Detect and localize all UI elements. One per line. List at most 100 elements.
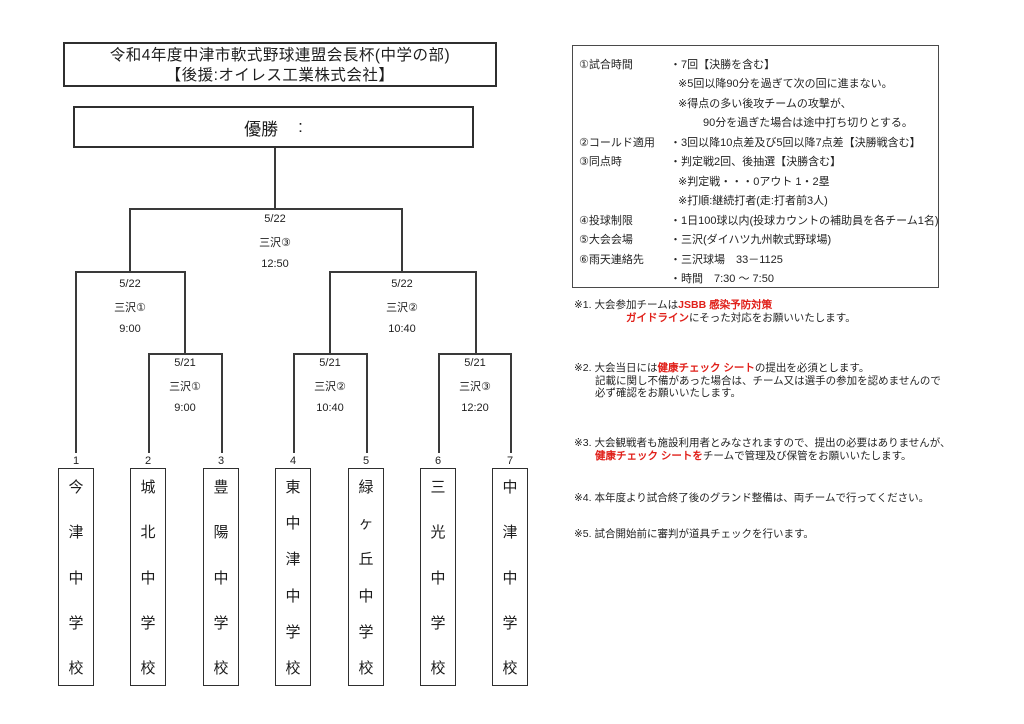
rule-row: ④投球制限 ・1日100球以内(投球カウントの補助員を各チーム1名) — [573, 210, 939, 230]
title-line-2: 【後援:オイレス工業株式会社】 — [165, 67, 395, 84]
team-box: 東中津中学校 — [275, 468, 311, 686]
match-date: 5/21 — [174, 357, 196, 369]
rule-row: 90分を過ぎた場合は途中打ち切りとする。 — [573, 113, 938, 133]
rule-row: ・時間 7:30 ～ 7:50 — [573, 269, 938, 289]
note-text: 試合開始前に審判が道具チェックを行います。 — [594, 528, 814, 540]
bracket-line — [221, 353, 223, 453]
bracket-line — [293, 353, 367, 355]
bracket-line — [329, 271, 331, 354]
rule-row: ②コールド適用 ・3回以降10点差及び5回以降7点差【決勝戦含む】 — [573, 132, 938, 152]
note-text: 本年度より試合終了後のグランド整備は、両チームで行ってください。 — [594, 492, 930, 504]
bracket-line — [293, 353, 295, 453]
match-venue: 三沢③ — [259, 236, 291, 249]
rule-value: ・時間 7:30 ～ 7:50 — [670, 273, 774, 286]
note-5: ※5. 試合開始前に審判が道具チェックを行います。 — [574, 528, 814, 541]
round1-match2-label: 5/21 三沢② 10:40 — [314, 357, 346, 423]
note-id: ※3. — [574, 437, 592, 449]
rule-label: ②コールド適用 — [579, 136, 655, 149]
team-name-char: 城 — [140, 479, 156, 496]
semifinal-2-label: 5/22 三沢② 10:40 — [386, 278, 418, 344]
match-venue: 三沢② — [314, 380, 346, 393]
team-box: 今津中学校 — [58, 468, 94, 686]
rule-value: ・7回【決勝を含む】 — [670, 58, 776, 71]
note-text: 大会当日には — [594, 362, 658, 374]
team-name-char: 校 — [213, 660, 229, 677]
bracket-line — [329, 271, 476, 273]
team-box: 緑ヶ丘中学校 — [348, 468, 384, 686]
rule-label: ⑥雨天連絡先 — [579, 253, 644, 266]
team-name-char: 津 — [285, 551, 301, 569]
bracket-line — [366, 353, 368, 453]
match-time: 9:00 — [174, 402, 196, 414]
team-name-char: 東 — [285, 479, 301, 496]
note-continuation: ガイドラインにそった対応をお願いいたします。 — [574, 312, 856, 325]
team-seed: 4 — [289, 455, 297, 467]
rule-row: ①試合時間 ・7回【決勝を含む】 — [573, 54, 938, 74]
team-name-char: 中 — [358, 587, 374, 605]
rule-value: ・1日100球以内(投球カウントの補助員を各チーム1名) — [670, 214, 939, 227]
note-text-red: 健康チェック シートを — [595, 449, 703, 462]
note-id: ※2. — [574, 362, 592, 374]
team-name-char: 緑 — [358, 479, 374, 496]
match-date: 5/21 — [319, 357, 341, 369]
team-name-char: 校 — [285, 659, 301, 677]
match-venue: 三沢② — [386, 301, 418, 314]
team-name-char: 北 — [140, 524, 156, 542]
team-name-char: 三 — [430, 479, 446, 496]
team-name-char: 校 — [358, 659, 374, 677]
team-name-char: ヶ — [358, 515, 374, 533]
note-continuation: 必ず確認をお願いいたします。 — [595, 387, 741, 399]
round1-match3-label: 5/21 三沢③ 12:20 — [459, 357, 491, 423]
champion-box: 優勝 : — [73, 106, 474, 148]
rule-value: ・三沢(ダイハツ九州軟式野球場) — [670, 234, 832, 247]
note-2: ※2. 大会当日には健康チェック シートの提出を必須とします。 記載に関し不備が… — [574, 362, 941, 400]
team-name-char: 中 — [285, 587, 301, 605]
team-name-char: 中 — [140, 569, 156, 587]
bracket-line — [148, 353, 222, 355]
team-seed: 2 — [144, 455, 152, 467]
semifinal-1-label: 5/22 三沢① 9:00 — [114, 278, 146, 344]
note-continuation: 健康チェック シートをチームで管理及び保管をお願いいたします。 — [574, 450, 951, 463]
team-name-char: 中 — [285, 515, 301, 533]
team-name-char: 学 — [430, 614, 446, 632]
team-seed: 6 — [434, 455, 442, 467]
note-id: ※4. — [574, 492, 592, 504]
team-name-char: 学 — [68, 614, 84, 632]
team-name-char: 学 — [502, 614, 518, 632]
rule-row: ※5回以降90分を過ぎて次の回に進まない。 — [573, 74, 938, 94]
rule-value: ・3回以降10点差及び5回以降7点差【決勝戦含む】 — [670, 136, 921, 149]
rule-label: ④投球制限 — [579, 214, 633, 227]
match-venue: 三沢① — [169, 380, 201, 393]
team-name-char: 津 — [68, 524, 84, 542]
bracket-line — [129, 208, 402, 210]
match-time: 12:20 — [461, 402, 489, 414]
match-date: 5/22 — [391, 278, 413, 290]
team-name-char: 学 — [213, 614, 229, 632]
note-text: の提出を必須とします。 — [754, 362, 870, 374]
rule-row: ⑥雨天連絡先 ・三沢球場 33－1125 — [573, 249, 938, 269]
note-text-red: 健康チェック シート — [657, 362, 755, 374]
bracket-line — [438, 353, 440, 453]
team-name-char: 中 — [502, 569, 518, 587]
rule-value: ・三沢球場 33－1125 — [670, 253, 783, 266]
team-seed: 7 — [506, 455, 514, 467]
team-name-char: 中 — [68, 569, 84, 587]
champion-colon: : — [298, 117, 303, 136]
rule-value: ※得点の多い後攻チームの攻撃が、 — [678, 97, 852, 110]
title-line-1: 令和4年度中津市軟式野球連盟会長杯(中学の部) — [109, 47, 451, 64]
team-seed: 1 — [72, 455, 80, 467]
team-name-char: 中 — [430, 569, 446, 587]
bracket-line — [274, 148, 276, 208]
champion-label: 優勝 — [244, 119, 279, 139]
bracket-line — [75, 271, 185, 273]
match-time: 10:40 — [316, 402, 344, 414]
rule-value: ※5回以降90分を過ぎて次の回に進まない。 — [678, 78, 893, 91]
rule-row: ※打順:継続打者(走:打者前3人) — [573, 191, 938, 211]
bracket-line — [148, 353, 150, 453]
team-name-char: 豊 — [213, 479, 229, 496]
note-text-red: JSBB 感染予防対策 — [678, 299, 773, 311]
note-1: ※1. 大会参加チームはJSBB 感染予防対策 ガイドラインにそった対応をお願い… — [574, 299, 856, 324]
team-name-char: 校 — [430, 660, 446, 677]
team-name-char: 光 — [430, 524, 446, 542]
